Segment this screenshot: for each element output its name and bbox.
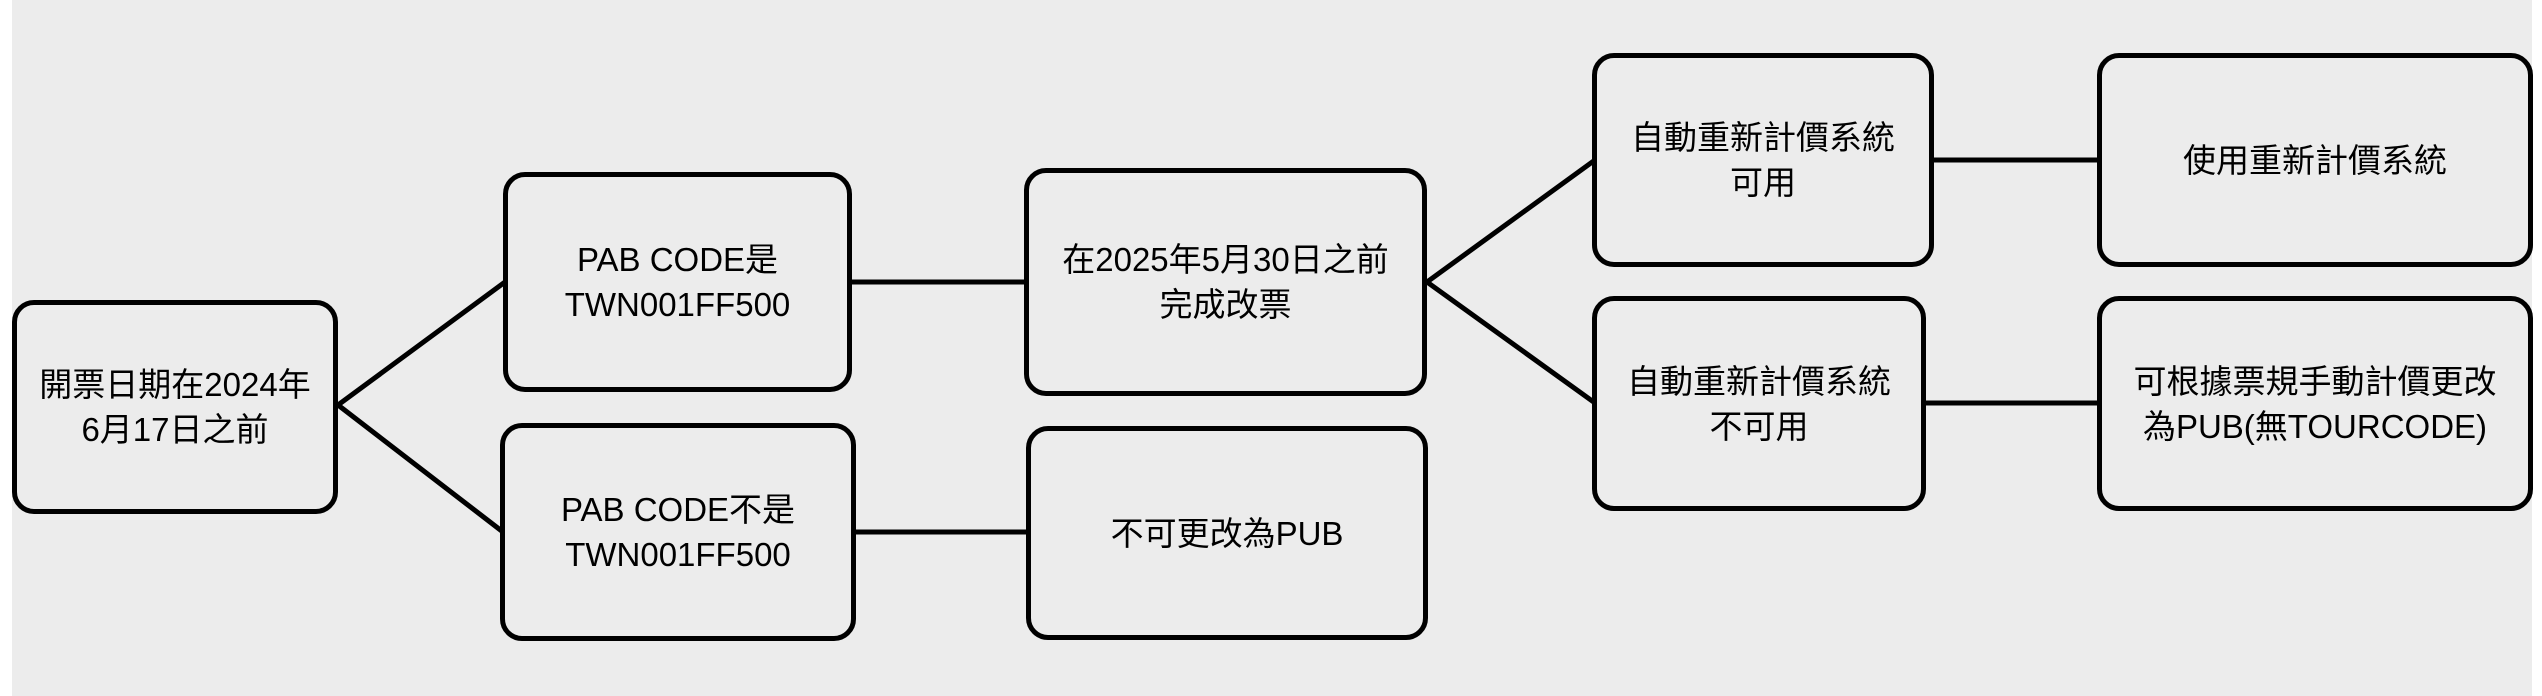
connector-reissue-to-auto-no xyxy=(1424,279,1598,406)
label-line: PAB CODE不是 xyxy=(560,491,796,528)
node-auto-reprice-unavailable: 自動重新計價系統 不可用 xyxy=(1592,296,1926,511)
node-label: PAB CODE不是 TWN001FF500 xyxy=(561,487,795,577)
label-line: 使用重新計價系統 xyxy=(2183,141,2447,179)
node-label: 自動重新計價系統 不可用 xyxy=(1627,359,1891,449)
label-line: 為PUB(無TOURCODE) xyxy=(2142,407,2488,445)
label-line: 不可用 xyxy=(1709,407,1809,445)
label-line: TWN001FF500 xyxy=(565,536,791,573)
label-line: 完成改票 xyxy=(1159,286,1292,323)
connector-root-to-pab-yes xyxy=(335,279,508,408)
label-line: 不可更改為PUB xyxy=(1110,514,1344,552)
node-label: 在2025年5月30日之前 完成改票 xyxy=(1062,237,1388,327)
label-line: 自動重新計價系統 xyxy=(1627,362,1891,400)
node-auto-reprice-available: 自動重新計價系統 可用 xyxy=(1592,53,1934,267)
node-use-reprice-system: 使用重新計價系統 xyxy=(2097,53,2533,267)
node-reissue-before-2025-05-30: 在2025年5月30日之前 完成改票 xyxy=(1024,168,1427,396)
label-line: PAB CODE是 xyxy=(576,241,779,278)
node-manual-reprice-to-pub: 可根據票規手動計價更改 為PUB(無TOURCODE) xyxy=(2097,296,2533,511)
node-label: PAB CODE是 TWN001FF500 xyxy=(565,237,791,327)
node-cannot-change-to-pub: 不可更改為PUB xyxy=(1026,426,1428,640)
label-line: 自動重新計價系統 xyxy=(1631,119,1895,156)
label-line: 可根據票規手動計價更改 xyxy=(2133,362,2497,400)
label-line: 6月17日之前 xyxy=(81,411,269,448)
node-pab-code-is: PAB CODE是 TWN001FF500 xyxy=(503,172,852,392)
node-label: 可根據票規手動計價更改 為PUB(無TOURCODE) xyxy=(2134,359,2497,449)
connector-reissue-to-auto-yes xyxy=(1424,157,1598,285)
label-line: 可用 xyxy=(1730,164,1796,201)
node-label: 開票日期在2024年 6月17日之前 xyxy=(39,362,310,452)
label-line: 在2025年5月30日之前 xyxy=(1062,241,1389,278)
label-line: 開票日期在2024年 xyxy=(39,366,311,403)
node-label: 不可更改為PUB xyxy=(1111,511,1344,556)
connector-root-to-pab-no xyxy=(335,402,506,535)
node-issue-date-before-2024-06-17: 開票日期在2024年 6月17日之前 xyxy=(12,300,338,514)
label-line: TWN001FF500 xyxy=(564,286,791,323)
node-label: 自動重新計價系統 可用 xyxy=(1631,115,1895,205)
node-pab-code-is-not: PAB CODE不是 TWN001FF500 xyxy=(500,423,856,641)
node-label: 使用重新計價系統 xyxy=(2183,138,2447,183)
